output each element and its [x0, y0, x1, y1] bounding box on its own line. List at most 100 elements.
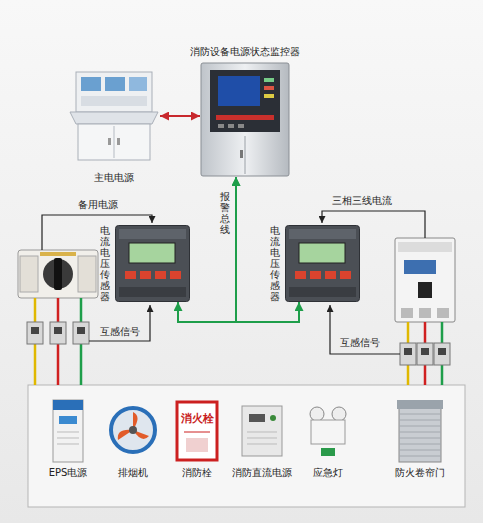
signal-label: 备用电源 — [78, 199, 118, 211]
illustration-part — [81, 77, 101, 91]
illustration-part — [404, 260, 436, 274]
illustration-part — [73, 322, 89, 344]
illustration-part — [57, 432, 79, 433]
hydrant-sign: 消火栓 — [181, 412, 214, 425]
illustration-part — [40, 252, 76, 256]
illustration-part — [210, 70, 280, 132]
signal-label: 互感信号 — [100, 326, 140, 338]
device-label: 防火卷帘门 — [395, 467, 445, 479]
illustration-part — [242, 406, 282, 456]
illustration-part — [53, 400, 83, 410]
illustration-part — [70, 112, 158, 124]
illustration-part — [177, 402, 217, 460]
illustration-part — [398, 242, 452, 252]
illustration-part — [399, 432, 441, 433]
illustration-part — [395, 398, 445, 464]
illustration-part — [247, 438, 277, 439]
illustration-part — [119, 287, 186, 297]
illustration-part — [119, 229, 186, 239]
transfer-switch — [18, 250, 98, 298]
illustration-part — [289, 287, 356, 297]
illustration-part — [247, 432, 277, 433]
current-transformers-left — [27, 322, 89, 344]
hydrant-device: 消防栓消火栓 — [172, 398, 222, 479]
illustration-part — [399, 444, 441, 445]
illustration-part — [20, 256, 38, 292]
device-label: 应急灯 — [313, 467, 343, 479]
node-title: 消防设备电源状态监控器 — [190, 46, 300, 58]
illustration-part — [57, 444, 79, 445]
main-power-console: 主电电源 — [68, 70, 160, 162]
illustration-part — [264, 86, 274, 90]
illustration-part — [43, 398, 93, 464]
illustration-part — [399, 438, 441, 439]
illustration-part — [228, 124, 234, 128]
illustration-part — [129, 243, 175, 263]
emergency-light-device: 应急灯 — [303, 398, 353, 479]
illustration-part — [434, 343, 450, 365]
illustration-part — [289, 229, 356, 239]
illustration-part — [340, 271, 351, 279]
illustration-part — [399, 426, 441, 427]
illustration-part — [27, 322, 43, 344]
illustration-part — [299, 243, 345, 263]
illustration-part — [216, 115, 274, 120]
illustration-part — [399, 420, 441, 421]
sensor-module: 电流电压传感器 — [285, 225, 360, 302]
illustration-part — [270, 415, 276, 421]
illustration-part — [170, 271, 181, 279]
illustration-part — [325, 271, 336, 279]
illustration-part — [310, 271, 321, 279]
device-label: 消防直流电源 — [232, 467, 292, 479]
illustration-part — [399, 408, 441, 462]
illustration-part — [57, 438, 79, 439]
illustration-part — [264, 94, 274, 98]
sensor-name: 电流电压传感器 — [100, 225, 110, 302]
signal-label: 互感信号 — [340, 337, 380, 349]
illustration-part — [54, 327, 62, 334]
illustration-part — [184, 432, 210, 433]
illustration-part — [53, 400, 83, 462]
illustration-part — [245, 136, 246, 174]
node-title: 主电电源 — [94, 172, 134, 184]
illustration-part — [59, 416, 77, 424]
eps-device: EPS电源 — [43, 398, 93, 479]
illustration-part — [108, 138, 111, 145]
fan-device: 排烟机 — [108, 398, 158, 479]
signal-line — [89, 305, 150, 341]
illustration-part — [437, 308, 449, 318]
dc-power-device: 消防直流电源 — [232, 398, 292, 479]
illustration-part — [50, 322, 66, 344]
illustration-part — [115, 225, 190, 302]
illustration-part — [129, 77, 147, 91]
device-label: EPS电源 — [49, 467, 88, 479]
illustration-part — [140, 271, 151, 279]
illustration-part — [200, 62, 290, 177]
device-label: 排烟机 — [118, 467, 148, 479]
illustration-part — [78, 256, 96, 292]
illustration-part — [76, 72, 152, 112]
illustration-part — [172, 398, 222, 464]
illustration-part — [78, 124, 150, 160]
illustration-part — [31, 327, 39, 334]
illustration-part — [81, 96, 147, 106]
illustration-part — [125, 271, 136, 279]
illustration-part — [218, 124, 224, 128]
illustration-part — [249, 414, 265, 422]
illustration-part — [321, 448, 335, 456]
illustration-part — [285, 225, 360, 302]
illustration-part — [237, 398, 287, 464]
illustration-part — [18, 250, 98, 298]
fire-door-device: 防火卷帘门 — [395, 398, 445, 479]
illustration-part — [399, 450, 441, 451]
current-transformers-right — [400, 343, 450, 365]
illustration-part — [68, 70, 160, 162]
illustration-part — [114, 126, 115, 158]
illustration-part — [117, 138, 120, 145]
illustration-part — [399, 414, 441, 415]
illustration-part — [129, 426, 137, 434]
equipment-panel — [28, 385, 465, 507]
illustration-part — [43, 259, 73, 289]
illustration-part — [295, 271, 306, 279]
illustration-part — [421, 348, 429, 355]
